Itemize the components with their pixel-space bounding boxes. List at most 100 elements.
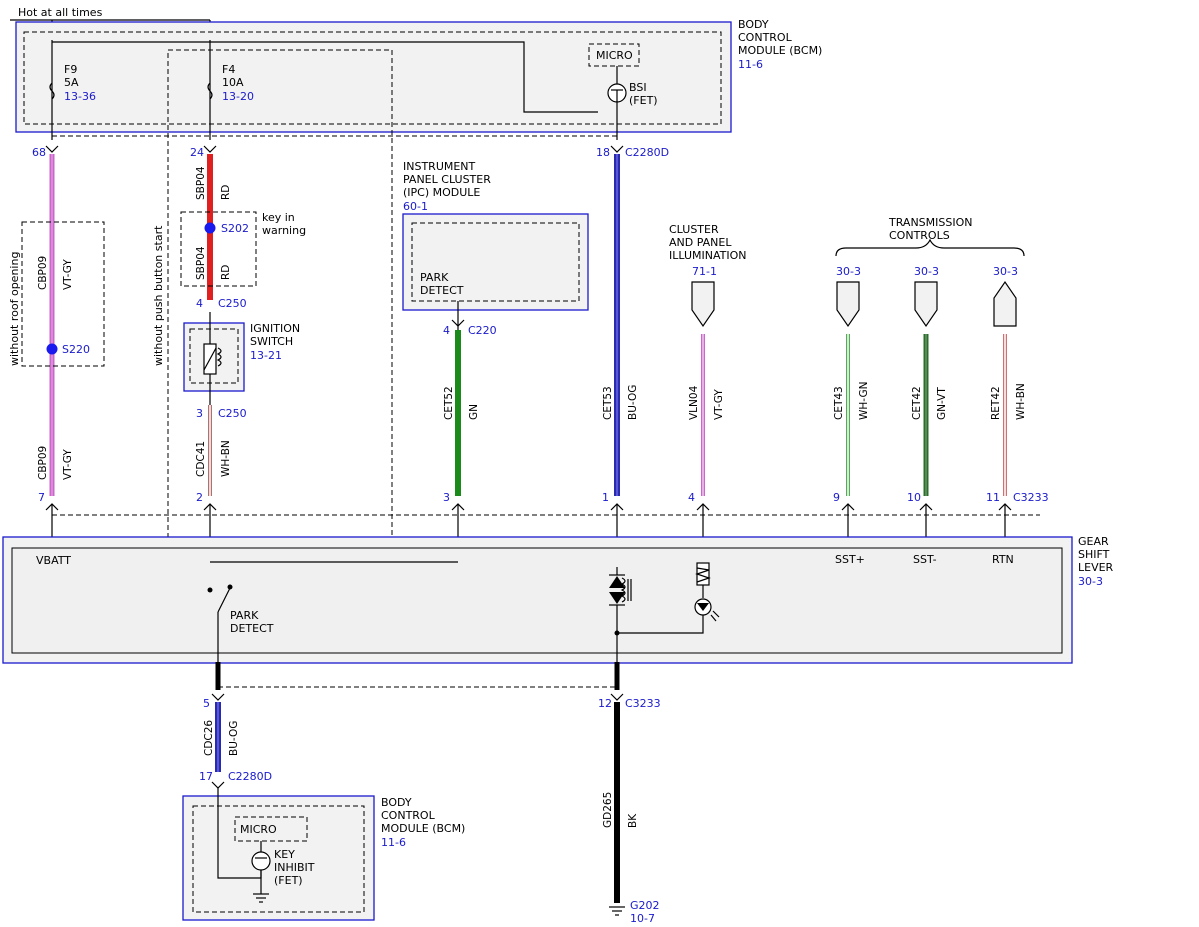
wire-cbp09-top-color: VT-GY bbox=[62, 259, 74, 290]
bcm-top-name-1: BODY bbox=[738, 18, 769, 31]
wire-cet53-color: BU-OG bbox=[627, 385, 639, 420]
fuse-f4-name: F4 bbox=[222, 63, 235, 76]
bcm-top-name-2: CONTROL bbox=[738, 31, 793, 44]
ipc-ref: 60-1 bbox=[403, 200, 428, 213]
pin-17: 17 bbox=[199, 770, 213, 783]
pin-label-vbatt: VBATT bbox=[36, 554, 71, 567]
wire-cet43-color: WH-GN bbox=[858, 382, 870, 420]
wire-gd265-color: BK bbox=[627, 813, 639, 828]
splice-s202: S202 bbox=[221, 222, 249, 235]
pin-2: 2 bbox=[196, 491, 203, 504]
key-inhibit-2: INHIBIT bbox=[274, 861, 315, 874]
bcm-bottom-name-3: MODULE (BCM) bbox=[381, 822, 465, 835]
connector-arrow-18 bbox=[610, 145, 624, 153]
wire-cdc26-circuit: CDC26 bbox=[203, 720, 215, 756]
ground-g202-name: G202 bbox=[630, 899, 660, 912]
transmission-1: TRANSMISSION bbox=[888, 216, 972, 229]
connector-c2280d-bottom: C2280D bbox=[228, 770, 272, 783]
sst-minus-connector-icon bbox=[914, 281, 938, 328]
park-detect-switch-icon bbox=[217, 587, 231, 613]
fuse-f9-ref: 13-36 bbox=[64, 90, 96, 103]
cluster-illum-3: ILLUMINATION bbox=[669, 249, 747, 262]
connector-c3233-bottom: C3233 bbox=[625, 697, 661, 710]
bcm-ground-icon bbox=[253, 893, 269, 903]
park-detect-2: DETECT bbox=[230, 622, 274, 635]
micro-bottom-box bbox=[234, 816, 308, 842]
wire-cdc26-color: BU-OG bbox=[228, 721, 240, 756]
ignition-switch-name-1: IGNITION bbox=[250, 322, 300, 335]
splice-s220-icon bbox=[46, 343, 58, 355]
pin-12: 12 bbox=[598, 697, 612, 710]
cluster-illum-connector-icon bbox=[691, 281, 715, 328]
wire-gd265-circuit: GD265 bbox=[602, 792, 614, 828]
connector-arrow-68 bbox=[45, 145, 59, 153]
pin-3: 3 bbox=[443, 491, 450, 504]
trans-ref-1: 30-3 bbox=[836, 265, 861, 278]
wire-cet53-circuit: CET53 bbox=[602, 386, 614, 420]
wire-vln04-circuit: VLN04 bbox=[688, 385, 700, 420]
wire-cbp09-top-circuit: CBP09 bbox=[37, 256, 49, 290]
wire-cdc41-color: WH-BN bbox=[220, 440, 232, 477]
ignition-switch-name-2: SWITCH bbox=[250, 335, 293, 348]
trans-ref-3: 30-3 bbox=[993, 265, 1018, 278]
pin-3-c250: 3 bbox=[196, 407, 203, 420]
ignition-switch-ref: 13-21 bbox=[250, 349, 282, 362]
wire-sbp04-bot-color: RD bbox=[220, 265, 232, 280]
wire-cet42-circuit: CET42 bbox=[911, 386, 923, 420]
cluster-illum-1: CLUSTER bbox=[669, 223, 719, 236]
ipc-name-1: INSTRUMENT bbox=[403, 160, 476, 173]
wire-cbp09-bot-color: VT-GY bbox=[62, 449, 74, 480]
gear-shift-lever-inner bbox=[11, 547, 1063, 654]
pin-4-c220: 4 bbox=[443, 324, 450, 337]
option-roof-label: without roof opening bbox=[8, 252, 21, 366]
wire-ret42-circuit: RET42 bbox=[990, 386, 1002, 420]
wire-vln04-color: VT-GY bbox=[713, 389, 725, 420]
splice-s202-note-2: warning bbox=[262, 224, 306, 237]
bcm-top-module bbox=[15, 21, 732, 133]
wire-sbp04-top-circuit: SBP04 bbox=[195, 166, 207, 200]
connector-c250-a: C250 bbox=[218, 297, 247, 310]
bsi-label-2: (FET) bbox=[629, 94, 658, 107]
fuse-f4-icon bbox=[207, 82, 213, 100]
wire-cet43-circuit: CET43 bbox=[833, 386, 845, 420]
key-inhibit-1: KEY bbox=[274, 848, 295, 861]
ipc-module bbox=[402, 213, 589, 311]
pin-5: 5 bbox=[203, 697, 210, 710]
wire-ret42-color: WH-BN bbox=[1015, 383, 1027, 420]
wire-cet52-circuit: CET52 bbox=[443, 386, 455, 420]
solenoid-coil-icon bbox=[620, 577, 626, 603]
option-key-in-box bbox=[180, 211, 257, 287]
pin-10: 10 bbox=[907, 491, 921, 504]
gear-shift-name-3: LEVER bbox=[1078, 561, 1114, 574]
fuse-f9-name: F9 bbox=[64, 63, 77, 76]
wire-cdc41-circuit: CDC41 bbox=[195, 441, 207, 477]
pin-1: 1 bbox=[602, 491, 609, 504]
wire-cet42-color: GN-VT bbox=[936, 387, 948, 420]
pin-7: 7 bbox=[38, 491, 45, 504]
bsi-label-1: BSI bbox=[629, 81, 647, 94]
diode-up-icon bbox=[609, 576, 625, 588]
ipc-name-2: PANEL CLUSTER bbox=[403, 173, 491, 186]
sst-plus-connector-icon bbox=[836, 281, 860, 328]
micro-top-box bbox=[588, 43, 640, 67]
pin-label-sst-minus: SST- bbox=[913, 553, 937, 566]
wire-sbp04-bot-circuit: SBP04 bbox=[195, 246, 207, 280]
gear-shift-ref: 30-3 bbox=[1078, 575, 1103, 588]
option-push-button-label: without push button start bbox=[152, 225, 165, 366]
micro-bottom: MICRO bbox=[240, 823, 277, 836]
pin-68: 68 bbox=[32, 146, 46, 159]
pin-label-sst-plus: SST+ bbox=[835, 553, 865, 566]
ipc-park-detect-1: PARK bbox=[420, 271, 449, 284]
ignition-switch-inner bbox=[189, 328, 239, 384]
pin-4: 4 bbox=[688, 491, 695, 504]
fuse-f9-icon bbox=[49, 82, 55, 100]
option-roof-box bbox=[21, 221, 105, 367]
diode-down-icon bbox=[609, 592, 625, 604]
splice-s202-note-1: key in bbox=[262, 211, 295, 224]
bcm-bottom-name-2: CONTROL bbox=[381, 809, 436, 822]
wire-cbp09-bot-circuit: CBP09 bbox=[37, 446, 49, 480]
transmission-2: CONTROLS bbox=[889, 229, 950, 242]
ground-g202-ref: 10-7 bbox=[630, 912, 655, 925]
pin-18: 18 bbox=[596, 146, 610, 159]
